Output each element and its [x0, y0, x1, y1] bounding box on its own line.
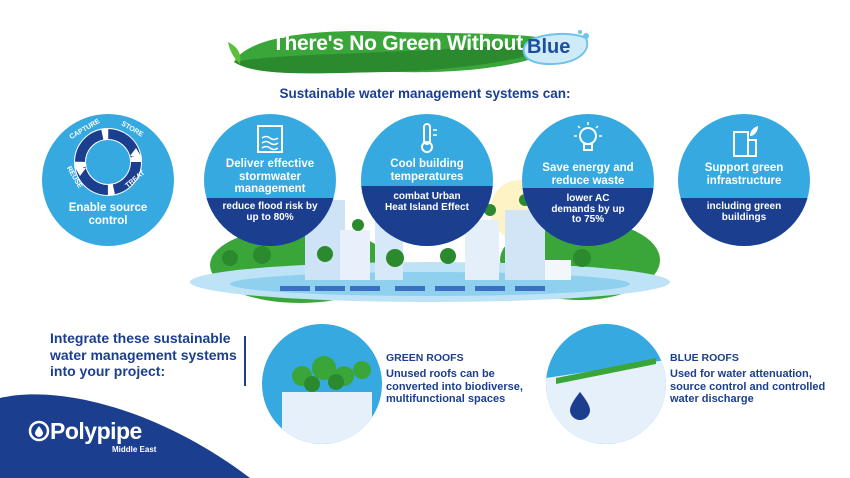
green-building-icon	[733, 126, 758, 157]
green-roofs-text: Unused roofs can be converted into biodi…	[386, 368, 523, 405]
lightbulb-icon	[574, 122, 602, 151]
green-roof-illustration	[262, 324, 382, 444]
page-title: There's No Green Without	[272, 32, 523, 55]
benefit-circle-green-infrastructure: Support green infrastructure including g…	[678, 114, 810, 246]
brand-region: Middle East	[112, 445, 157, 454]
benefit-detail: combat Urban Heat Island Effect	[385, 191, 469, 213]
benefit-detail: including green buildings	[706, 201, 782, 223]
green-roofs-title: GREEN ROOFS	[386, 352, 464, 364]
benefit-title: Save energy and reduce waste	[542, 162, 634, 187]
title-accent: Blue	[527, 36, 571, 58]
polypipe-logo-icon	[28, 420, 50, 442]
thermometer-icon	[421, 123, 437, 153]
benefit-circle-energy: Save energy and reduce waste lower AC de…	[522, 114, 654, 246]
benefit-detail: reduce flood risk by up to 80%	[222, 201, 318, 223]
section-divider	[244, 336, 246, 386]
benefit-title: Deliver effective stormwater management	[225, 158, 315, 195]
source-control-circle: CAPTURE STORE TREAT REUSE Enable source …	[42, 114, 174, 246]
benefit-title: Support green infrastructure	[704, 162, 784, 187]
water-splash-icon	[522, 30, 589, 66]
integrate-heading: Integrate these sustainable water manage…	[50, 330, 237, 379]
benefit-circle-cooling: Cool building temperatures combat Urban …	[361, 114, 493, 246]
water-drop-icon	[570, 392, 590, 420]
benefit-circle-stormwater: Deliver effective stormwater management …	[204, 114, 336, 246]
benefit-title: Cool building temperatures	[390, 158, 464, 183]
blue-roofs-title: BLUE ROOFS	[670, 352, 739, 364]
cycle-caption: Enable source control	[68, 202, 148, 227]
water-cycle-arrows-icon	[74, 128, 142, 196]
subtitle: Sustainable water management systems can…	[279, 86, 571, 101]
blue-roof-illustration	[546, 324, 666, 444]
title-leaf-banner	[228, 31, 564, 74]
water-tank-icon	[257, 125, 283, 153]
brand-name: Polypipe	[50, 418, 142, 444]
brand-corner	[0, 394, 250, 478]
blue-roofs-text: Used for water attenuation, source contr…	[670, 368, 826, 405]
benefit-detail: lower AC demands by up to 75%	[551, 193, 625, 225]
